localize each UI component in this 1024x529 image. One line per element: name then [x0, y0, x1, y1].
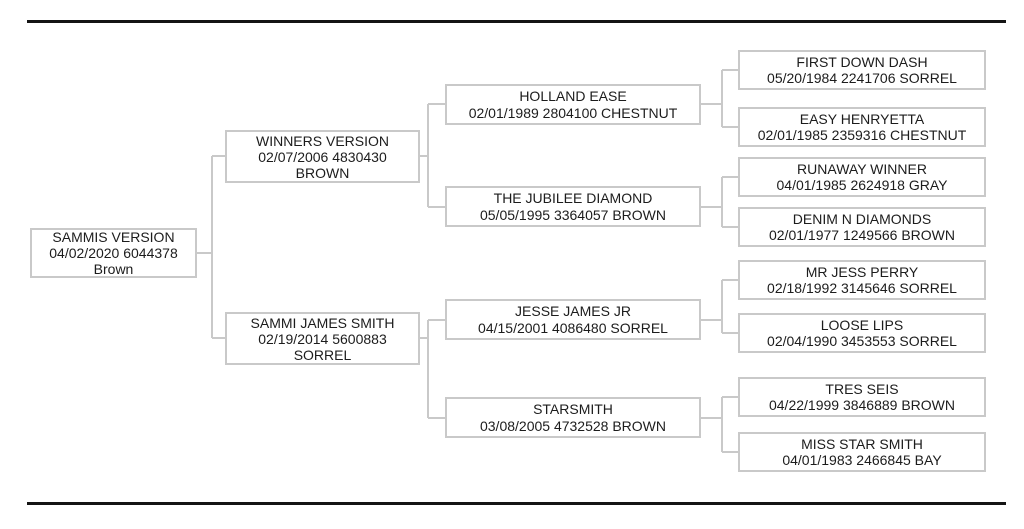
pedigree-node-great-grandparent: MISS STAR SMITH 04/01/1983 2466845 BAY: [738, 432, 986, 472]
pedigree-node-great-grandparent: TRES SEIS 04/22/1999 3846889 BROWN: [738, 377, 986, 417]
pedigree-node-grandparent: THE JUBILEE DIAMOND 05/05/1995 3364057 B…: [445, 186, 701, 227]
connector-dam-bracket: [420, 319, 445, 419]
connector-root-bracket: [197, 155, 225, 339]
horse-color: BROWN: [295, 164, 350, 181]
pedigree-node-great-grandparent: RUNAWAY WINNER 04/01/1985 2624918 GRAY: [738, 157, 986, 197]
pedigree-node-great-grandparent: LOOSE LIPS 02/04/1990 3453553 SORREL: [738, 313, 986, 353]
horse-color: SORREL: [293, 346, 352, 363]
horse-details: 04/01/1985 2624918 GRAY: [776, 177, 948, 193]
horse-details: 04/15/2001 4086480 SORREL: [478, 319, 668, 336]
bottom-rule: [27, 502, 1006, 505]
horse-name: MR JESS PERRY: [805, 263, 919, 280]
pedigree-node-subject: SAMMIS VERSION 04/02/2020 6044378 Brown: [30, 228, 197, 278]
horse-details: 05/05/1995 3364057 BROWN: [479, 206, 666, 223]
horse-color: Brown: [93, 261, 134, 277]
horse-details: 02/18/1992 3145646 SORREL: [767, 280, 957, 296]
horse-details: 02/01/1977 1249566 BROWN: [768, 227, 955, 243]
horse-name: STARSMITH: [533, 401, 613, 417]
connector-sire-bracket: [420, 103, 445, 208]
horse-name: THE JUBILEE DIAMOND: [493, 190, 653, 206]
connector-gen2-bracket-4: [701, 396, 738, 453]
pedigree-node-sire: WINNERS VERSION 02/07/2006 4830430 BROWN: [225, 130, 420, 183]
horse-name: SAMMIS VERSION: [52, 229, 175, 245]
top-rule: [27, 20, 1006, 23]
horse-details: 02/07/2006 4830430: [258, 148, 387, 165]
horse-name: WINNERS VERSION: [255, 132, 389, 149]
pedigree-node-great-grandparent: EASY HENRYETTA 02/01/1985 2359316 CHESTN…: [738, 107, 986, 147]
horse-name: RUNAWAY WINNER: [797, 160, 927, 177]
horse-details: 05/20/1984 2241706 SORREL: [767, 70, 957, 86]
pedigree-node-great-grandparent: FIRST DOWN DASH 05/20/1984 2241706 SORRE…: [738, 50, 986, 90]
horse-name: SAMMI JAMES SMITH: [250, 314, 395, 331]
horse-details: 02/04/1990 3453553 SORREL: [767, 333, 957, 349]
horse-details: 02/19/2014 5600883: [258, 330, 387, 347]
horse-name: TRES SEIS: [825, 380, 899, 397]
horse-details: 04/01/1983 2466845 BAY: [782, 452, 942, 468]
horse-name: LOOSE LIPS: [820, 316, 904, 333]
horse-name: EASY HENRYETTA: [799, 110, 925, 127]
horse-details: 04/22/1999 3846889 BROWN: [768, 397, 955, 413]
horse-details: 02/01/1985 2359316 CHESTNUT: [757, 127, 967, 143]
horse-name: DENIM N DIAMONDS: [792, 210, 932, 227]
horse-details: 04/02/2020 6044378: [49, 245, 178, 261]
pedigree-node-grandparent: STARSMITH 03/08/2005 4732528 BROWN: [445, 397, 701, 438]
pedigree-node-dam: SAMMI JAMES SMITH 02/19/2014 5600883 SOR…: [225, 312, 420, 365]
connector-gen2-bracket-1: [701, 69, 738, 128]
pedigree-node-great-grandparent: DENIM N DIAMONDS 02/01/1977 1249566 BROW…: [738, 207, 986, 247]
connector-gen2-bracket-3: [701, 279, 738, 334]
horse-name: HOLLAND EASE: [519, 88, 627, 104]
horse-name: MISS STAR SMITH: [801, 435, 923, 452]
horse-name: JESSE JAMES JR: [515, 303, 631, 319]
horse-name: FIRST DOWN DASH: [796, 53, 928, 70]
pedigree-node-great-grandparent: MR JESS PERRY 02/18/1992 3145646 SORREL: [738, 260, 986, 300]
pedigree-node-grandparent: JESSE JAMES JR 04/15/2001 4086480 SORREL: [445, 299, 701, 340]
horse-details: 02/01/1989 2804100 CHESTNUT: [468, 104, 678, 121]
connector-gen2-bracket-2: [701, 176, 738, 228]
horse-details: 03/08/2005 4732528 BROWN: [479, 417, 666, 434]
pedigree-node-grandparent: HOLLAND EASE 02/01/1989 2804100 CHESTNUT: [445, 84, 701, 125]
